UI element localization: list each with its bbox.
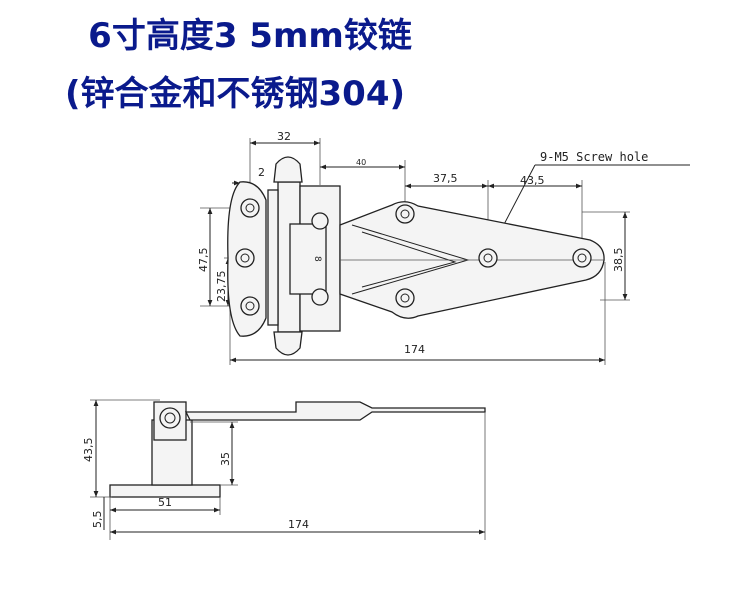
dim-23-75: 23,75 xyxy=(215,271,228,303)
dim-32: 32 xyxy=(277,130,291,143)
screw-hole-note: 9-M5 Screw hole xyxy=(540,150,648,164)
title-line-1: 6寸高度3 5mm铰链 xyxy=(88,16,412,56)
dim-174: 174 xyxy=(404,343,425,356)
side-arm xyxy=(184,401,486,421)
dim-8: 8 xyxy=(312,256,322,262)
dim-47-5: 47,5 xyxy=(197,248,210,273)
screw-hole xyxy=(235,198,592,316)
side-view: 43,5 35 51 5,5 174 xyxy=(82,399,486,540)
dim-38-5: 38,5 xyxy=(612,248,625,273)
dim-40: 40 xyxy=(356,158,366,167)
dim-2: 2 xyxy=(258,166,265,179)
side-dim-5-5: 5,5 xyxy=(91,511,104,529)
dim-37-5: 37,5 xyxy=(433,172,458,185)
side-dim-43-5: 43,5 xyxy=(82,438,95,463)
side-dim-35: 35 xyxy=(219,452,232,466)
title-line-2: (锌合金和不锈钢304) xyxy=(64,74,406,114)
dim-43-5: 43,5 xyxy=(520,174,545,187)
top-view: 32 2 40 37,5 43,5 174 47,5 23,75 38,5 8 … xyxy=(197,130,690,365)
side-dim-51: 51 xyxy=(158,496,172,509)
side-dim-174: 174 xyxy=(288,518,309,531)
